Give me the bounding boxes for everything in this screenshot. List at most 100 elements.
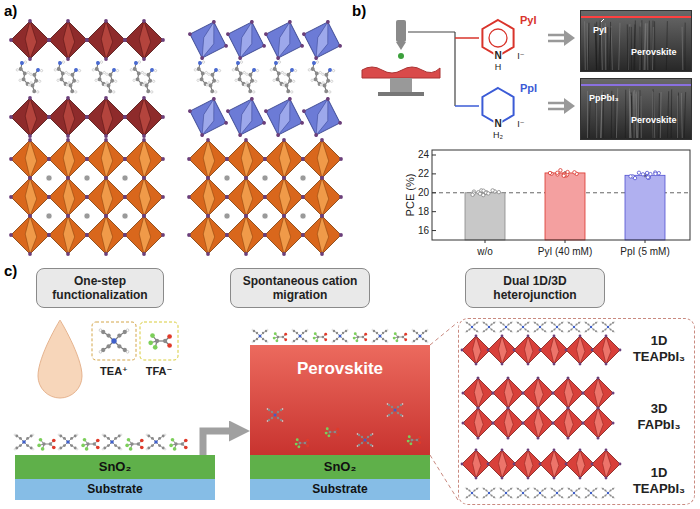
carbon-atom [491,323,493,325]
carbon-atom [527,496,529,498]
iodide-atom [9,157,13,161]
carbon-atom [474,323,476,325]
hydrogen-atom [141,71,144,74]
carbon-atom [117,333,121,337]
sem-grain [636,92,637,138]
a-site-cation [46,175,52,181]
iodide-atom [282,176,286,180]
octahedron [47,138,89,180]
fluorine-atom [150,333,155,338]
iodide-atom [301,233,305,237]
octahedron [565,449,596,480]
a-site-cation [84,213,90,219]
iodide-atom [66,57,70,61]
octahedron [187,138,229,180]
fluorine-atom [325,432,328,435]
oxygen-atom [364,338,367,341]
hydrogen-atom [106,73,109,76]
bond [273,63,281,85]
hydrogen-atom [244,84,247,87]
carbon-atom [324,89,329,94]
iodide-atom [579,477,582,480]
sem-grain [652,21,653,70]
nitrogen-atom [252,68,257,73]
nitrogen-atom [471,326,474,329]
y-tick [432,173,436,174]
hydrogen-atom [256,69,259,72]
bond [210,70,216,92]
iodide-atom [47,38,51,42]
iodide-atom [507,377,510,380]
octahedron-face [488,336,516,364]
carbon-atom [519,495,521,497]
octahedron-face [87,140,125,178]
hydrogen-atom [332,69,335,72]
tick-label: 18 [418,206,429,218]
carbon-atom [151,444,154,447]
carbon-atom [342,338,344,340]
tea-cation [292,329,309,343]
octahedron-face [566,336,594,364]
tea-cation [516,321,530,332]
carbon-atom [268,409,270,411]
carbon-atom [181,442,184,445]
iodide-atom [9,195,13,199]
carbon-atom [333,330,335,332]
iodide-atom [85,157,89,161]
octahedron-facet [236,97,259,137]
data-point [482,193,485,196]
carbon-atom [59,447,62,450]
data-point [647,176,650,179]
bond [108,70,114,92]
carbon-atom [253,330,255,332]
carbon-atom [585,488,587,490]
tea-cation [482,321,496,332]
carbon-atom [610,495,612,497]
hydrogen-atom [130,68,133,71]
iodide-atom [142,214,146,218]
carbon-atom [413,340,415,342]
octahedron [513,449,544,480]
iodide-atom [537,437,540,440]
iodide-atom [85,38,89,42]
panel-b-process [362,10,692,140]
iodide-atom [206,176,210,180]
carbon-atom [500,322,502,324]
octahedron-face [11,216,49,254]
iodide-atom [225,233,229,237]
carbon-atom [425,330,427,332]
hydrogen-atom [320,84,323,87]
iodide-atom [47,115,51,119]
octahedron-facet [534,378,543,408]
iodide-atom [28,138,32,142]
sem-grain [629,27,630,70]
carbon-atom [70,73,75,78]
carbon-atom [293,330,295,332]
carbon-atom [288,78,293,83]
carbon-atom [578,496,580,498]
carbon-atom [108,73,113,78]
octahedron-face [493,408,523,438]
panel-label: a) [4,2,17,19]
carbon-atom [74,447,77,450]
tfa-anion [295,438,309,448]
octahedron-face [189,178,227,216]
hydrogen-atom [142,84,145,87]
oxygen-atom [184,446,188,450]
carbon-atom [324,73,329,78]
carbon-atom [162,435,165,438]
atom-label: N [493,50,502,62]
octahedron-face [49,140,87,178]
carbon-atom [302,332,304,334]
iodide-atom [320,176,324,180]
carbon-atom [26,444,29,447]
data-point [657,171,660,174]
sem-grain [641,20,643,70]
octahedron-face [227,178,265,216]
fluorine-atom [41,447,45,451]
iodide-atom [262,120,267,125]
nitrogen-atom [290,68,295,73]
iodide-atom [475,363,478,366]
octahedron [9,176,51,218]
octahedron-facet [534,408,543,438]
